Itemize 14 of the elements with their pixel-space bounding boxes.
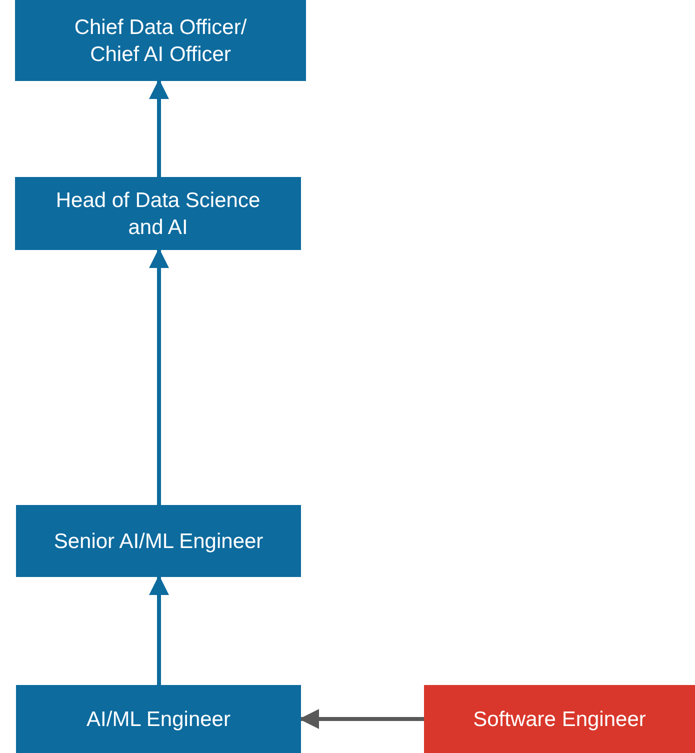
role-box [15,0,306,81]
role-box [16,505,301,577]
role-box [424,685,695,753]
role-box [15,177,301,250]
role-title: Senior AI/ML Engineer [54,528,264,554]
role-box [16,685,301,753]
arrow [299,709,424,729]
role-title: Chief Data Officer/ Chief AI Officer [73,14,248,68]
role-title: Software Engineer [473,706,646,732]
arrow [149,248,169,505]
arrow [149,575,169,685]
role-title: Head of Data Science and AI [54,188,262,240]
arrow [149,79,169,177]
role-title: AI/ML Engineer [86,706,230,732]
